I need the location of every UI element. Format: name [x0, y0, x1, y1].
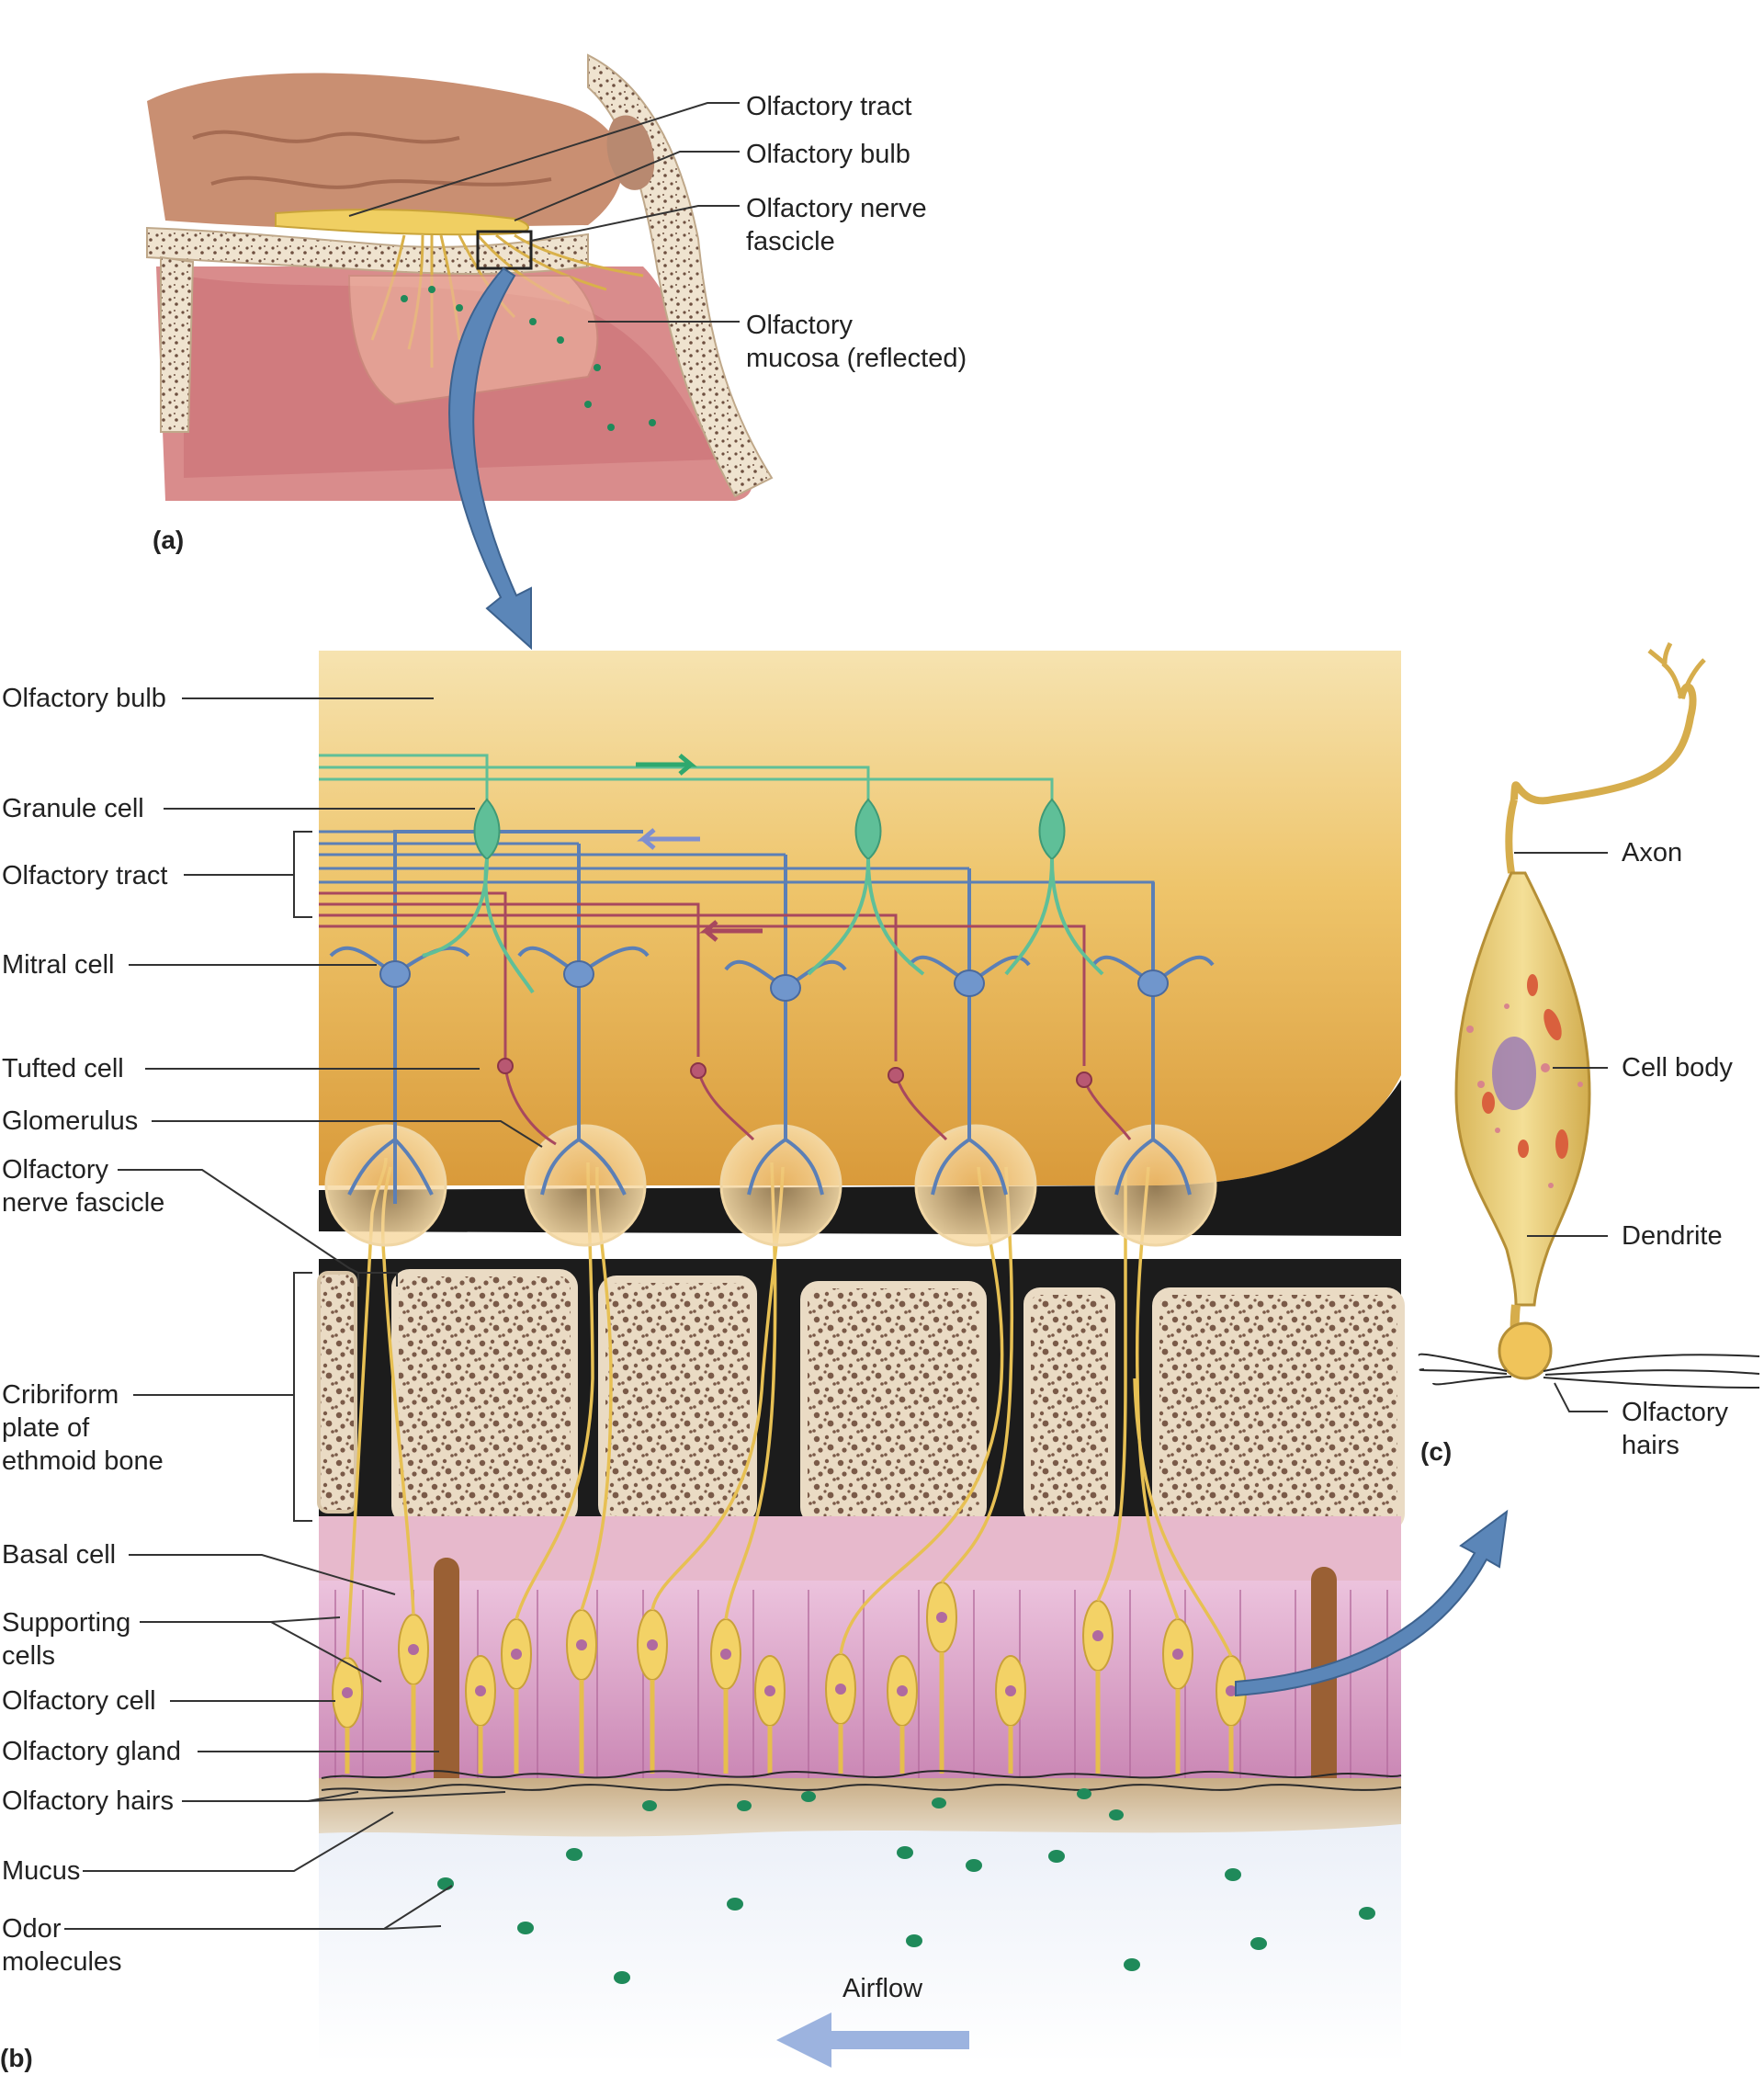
label-olfactory-hairs-c: Olfactory hairs: [1622, 1398, 1729, 1460]
odor-molecules: [437, 1788, 1375, 1984]
label-nerve-fascicle-a: Olfactory nerve fascicle: [746, 194, 927, 256]
label-glomerulus: Glomerulus: [2, 1106, 139, 1136]
glomerulus-3: [719, 1124, 842, 1247]
panel-a-head-section: [146, 53, 774, 501]
label-mucosa-a: Olfactory mucosa (reflected): [746, 311, 967, 373]
panel-b-tag: (b): [0, 2044, 33, 2072]
axon-terminal: [1647, 641, 1706, 699]
label-olfactory-bulb-a: Olfactory bulb: [746, 140, 910, 169]
label-odor-molecules: Odor molecules: [2, 1914, 122, 1977]
dendritic-knob-c: [1498, 1321, 1553, 1380]
label-olfactory-cell: Olfactory cell: [2, 1686, 156, 1716]
airflow-region: [319, 1792, 1401, 2063]
granules-c: [1466, 1003, 1583, 1188]
label-mitral-cell: Mitral cell: [2, 950, 115, 980]
blue-arrow: [637, 828, 700, 850]
bone-block-1: [317, 1271, 357, 1514]
panel-c-olfactory-neuron: [1418, 641, 1760, 1412]
leader-lines-b: [64, 697, 543, 1930]
olfactory-cell-nuclei: [342, 1612, 1237, 1698]
olfactory-tract-fibers: [319, 754, 1155, 1066]
sinus: [606, 115, 655, 190]
olfactory-hairs-b: [321, 1770, 1402, 1792]
brain-folds: [192, 130, 552, 189]
glomerulus-2: [524, 1124, 647, 1247]
glomerulus-5: [1094, 1124, 1217, 1247]
leader-lines-a: [348, 102, 740, 323]
olfactory-tract-bracket: [293, 831, 312, 918]
glomerulus-4: [914, 1124, 1037, 1247]
label-olfactory-gland: Olfactory gland: [2, 1737, 182, 1766]
label-granule-cell: Granule cell: [2, 794, 144, 823]
label-cribriform-plate: Cribriform plate of ethmoid bone: [2, 1380, 164, 1476]
glomerulus-1: [324, 1124, 447, 1247]
olfactory-gland-1: [434, 1558, 459, 1783]
olfactory-hairs-c: [1418, 1353, 1760, 1389]
mucus-layer: [319, 1778, 1401, 1837]
label-olfactory-hairs-b: Olfactory hairs: [2, 1786, 174, 1816]
label-nerve-fascicle-b: Olfactory nerve fascicle: [2, 1155, 165, 1218]
panel-a-tag: (a): [153, 526, 185, 554]
fascicle-bracket: [357, 1272, 398, 1287]
red-arrow: [699, 920, 763, 942]
label-mucus: Mucus: [2, 1856, 81, 1886]
odor-dots-a: [401, 286, 656, 431]
granule-cells: [422, 798, 1104, 994]
label-axon: Axon: [1622, 838, 1683, 867]
bone-block-5: [1023, 1287, 1115, 1525]
zoom-arrow: [448, 266, 532, 651]
nucleus-c: [1492, 1037, 1536, 1110]
label-basal-cell: Basal cell: [2, 1540, 117, 1570]
bone-block-4: [800, 1281, 987, 1525]
mitochondria-c: [1482, 974, 1568, 1159]
panel-c-tag: (c): [1420, 1437, 1453, 1466]
label-supporting-cells: Supporting cells: [2, 1608, 131, 1671]
brain-tissue: [147, 73, 623, 229]
green-arrow: [636, 754, 697, 776]
cell-zoom-arrow: [1235, 1509, 1509, 1697]
mitral-cell-bodies: [379, 960, 1169, 1002]
label-tufted-cell: Tufted cell: [2, 1054, 124, 1083]
label-olfactory-tract-a: Olfactory tract: [746, 92, 912, 121]
label-olfactory-tract-b: Olfactory tract: [2, 861, 168, 890]
bone-block-3: [598, 1276, 757, 1524]
label-dendrite: Dendrite: [1622, 1221, 1723, 1251]
glomeruli: [324, 1124, 1217, 1247]
bone-block-2: [391, 1269, 578, 1525]
axon-c: [1505, 683, 1697, 874]
cribriform-bracket: [293, 1272, 312, 1522]
label-cell-body: Cell body: [1622, 1053, 1733, 1083]
tufted-cells: [497, 1058, 1132, 1146]
leader-lines-c: [1514, 852, 1608, 1412]
panel-b-section: [64, 651, 1405, 2068]
label-airflow: Airflow: [842, 1974, 923, 2003]
septum-left: [160, 255, 195, 433]
bone-block-6: [1152, 1287, 1405, 1532]
olfactory-bulb-region: [319, 651, 1401, 1185]
airflow-arrow: [776, 2013, 969, 2068]
label-olfactory-bulb-b: Olfactory bulb: [2, 684, 166, 713]
